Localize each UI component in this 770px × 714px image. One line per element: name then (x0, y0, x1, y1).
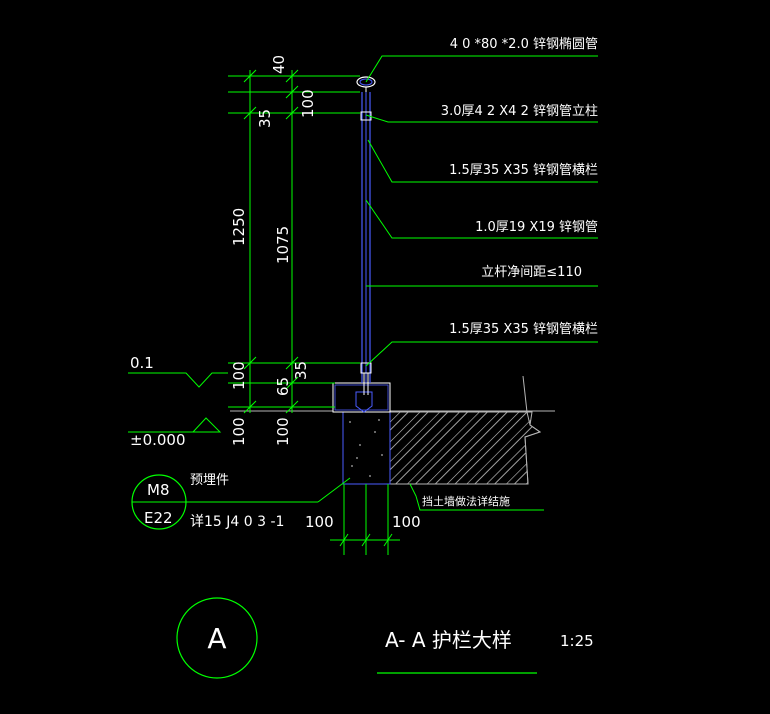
wall-note: 挡土墙做法详结施 (409, 483, 544, 511)
callout-bottom-rail: 1.5厚35 X35 锌钢管横栏 (449, 322, 598, 337)
dim-35-top: 35 (256, 109, 274, 128)
callout-top-rail: 1.5厚35 X35 锌钢管横栏 (449, 163, 598, 178)
dim-100-top: 100 (299, 89, 317, 118)
wall-note-text: 挡土墙做法详结施 (422, 494, 510, 508)
level-labels: 0.1 ±0.000 (130, 354, 186, 449)
embed-symbol: M8 E22 预埋件 详15 J4 0 3 -1 (131, 473, 351, 530)
wall-hatch (389, 411, 542, 485)
embed-reference: 详15 J4 0 3 -1 (190, 514, 284, 530)
dim-1075: 1075 (274, 226, 292, 264)
callout-post: 3.0厚4 2 X4 2 锌钢管立柱 (441, 104, 598, 119)
railing-post (356, 76, 376, 395)
title-text: A- A 护栏大样 (385, 628, 512, 652)
callout-labels: 4 0 *80 *2.0 锌钢椭圆管 3.0厚4 2 X4 2 锌钢管立柱 1.… (441, 36, 598, 337)
section-marker-letter: A (207, 622, 226, 655)
dim-100-horizontal-right: 100 (392, 513, 421, 531)
callout-spacing: 立杆净间距≤110 (481, 265, 582, 280)
callout-handrail: 4 0 *80 *2.0 锌钢椭圆管 (450, 36, 598, 52)
embed-plate (355, 391, 373, 413)
retaining-wall (230, 375, 555, 485)
callout-leaders (365, 55, 598, 367)
level-marks (128, 372, 228, 433)
break-line (522, 375, 542, 485)
level-lower: ±0.000 (130, 431, 186, 449)
embed-name: 预埋件 (190, 473, 229, 488)
title-scale: 1:25 (560, 632, 594, 650)
dim-40: 40 (270, 55, 288, 74)
dim-35-bottom: 35 (292, 361, 310, 380)
callout-baluster: 1.0厚19 X19 锌钢管 (475, 220, 598, 235)
dim-100-bottom-left: 100 (230, 361, 248, 390)
embed-top-label: M8 (147, 481, 170, 499)
bottom-rail-bracket (360, 362, 372, 374)
section-marker-circle (176, 597, 258, 679)
concrete-base (332, 382, 391, 485)
dim-1250: 1250 (230, 208, 248, 246)
dim-100-horizontal-left: 100 (305, 513, 334, 531)
dimension-lines (228, 69, 400, 555)
top-rail-bracket (360, 111, 372, 121)
embed-bottom-label: E22 (144, 509, 173, 527)
dim-100-low-left: 100 (230, 417, 248, 446)
level-upper: 0.1 (130, 354, 154, 372)
drawing-title: A A- A 护栏大样 1:25 (176, 597, 594, 679)
dimension-labels: 40 35 100 1250 1075 100 65 35 100 100 10… (230, 55, 421, 531)
curb (332, 382, 391, 413)
footing (342, 411, 391, 485)
dim-65: 65 (274, 377, 292, 396)
dim-100-low-right: 100 (274, 417, 292, 446)
